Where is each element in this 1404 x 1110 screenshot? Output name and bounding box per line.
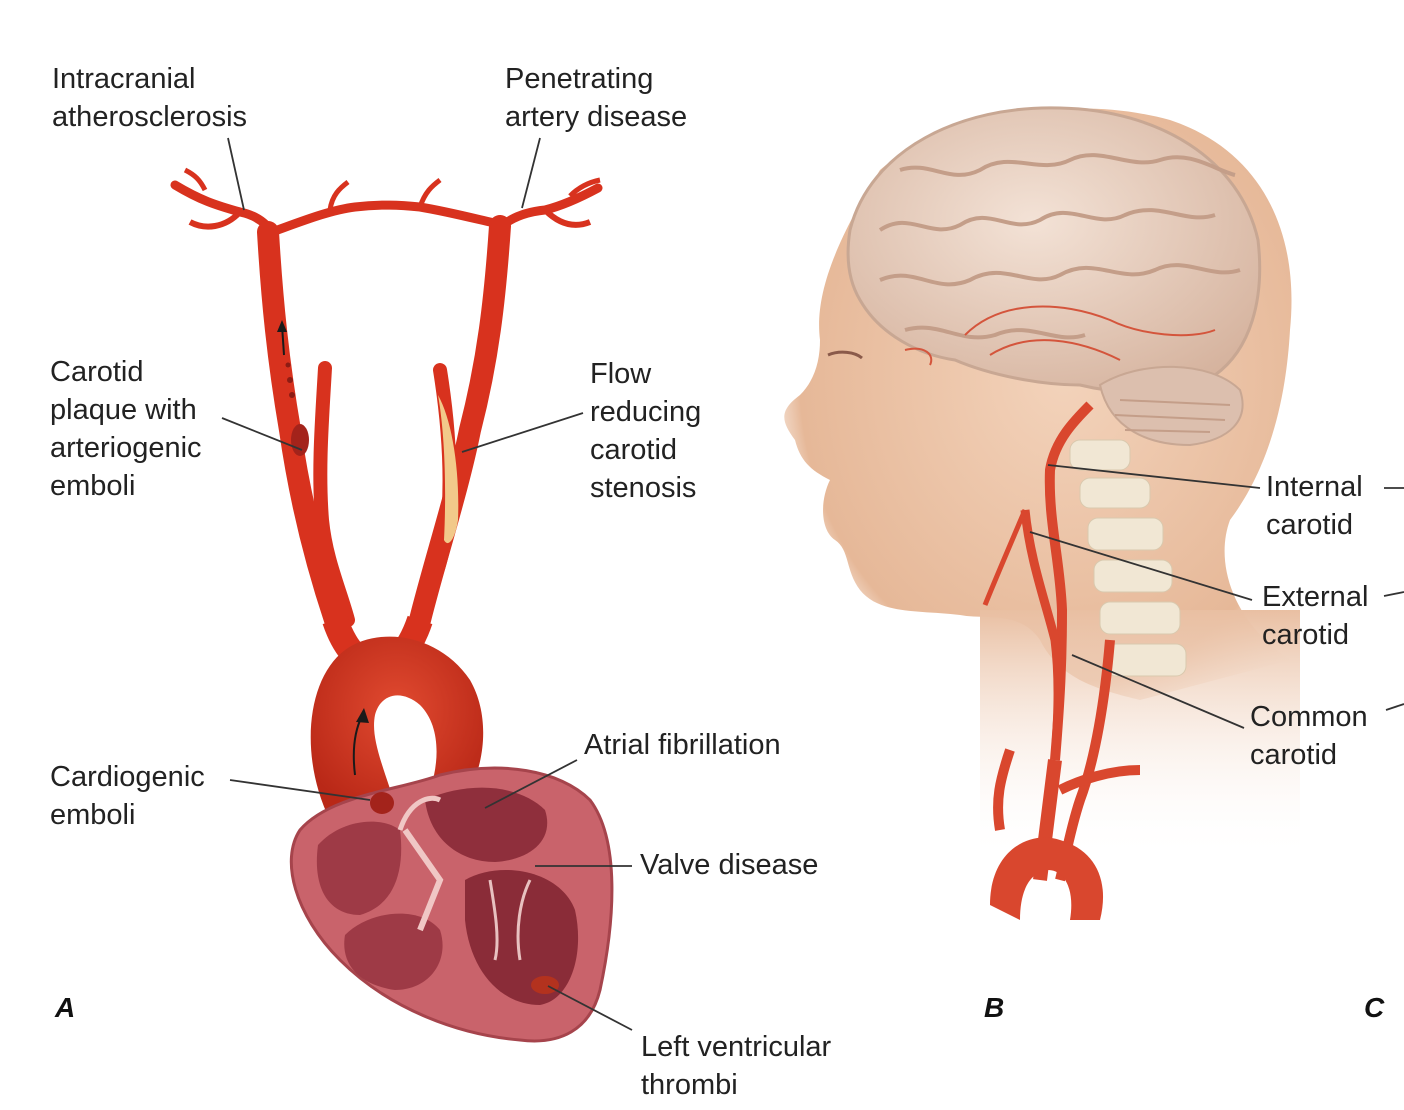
panel-label-c: C [1364,992,1385,1023]
label-penetrating-artery-disease: Penetrating artery disease [505,63,688,133]
carotid-plaque [291,424,309,456]
lv-thrombi [531,976,559,994]
label-intracranial-atherosclerosis: Intracranial atherosclerosis [52,63,248,133]
cerebellum [1098,365,1244,447]
arterial-tree [170,167,603,820]
label-cardiogenic-emboli: Cardiogenic emboli [50,761,205,831]
label-flow-reducing-stenosis: Flow reducing carotid stenosis [590,358,702,504]
head [784,106,1300,920]
cardiogenic-emboli [370,792,394,814]
external-carotid-artery [1020,509,1063,761]
label-atrial-fibrillation: Atrial fibrillation [584,729,781,761]
cerebral-arteries [170,180,603,238]
right-internal-carotid [409,215,511,631]
stenosis-plaque [438,395,459,544]
left-internal-carotid [257,221,346,631]
label-internal-carotid: Internal carotid [1266,471,1363,541]
cervical-spine [1069,439,1187,677]
label-left-ventricular-thrombi: Left ventricular thrombi [641,1031,832,1101]
heart [289,766,614,1043]
panel-label-a: A [55,992,76,1023]
label-external-carotid: External carotid [1262,581,1369,651]
leader-lines [221,137,1404,1031]
label-valve-disease: Valve disease [640,849,819,881]
label-carotid-plaque: Carotid plaque with arteriogenic emboli [50,356,202,502]
aortic-arch-b [990,837,1104,920]
label-common-carotid: Common carotid [1250,701,1368,771]
panel-label-b: B [984,992,1005,1023]
